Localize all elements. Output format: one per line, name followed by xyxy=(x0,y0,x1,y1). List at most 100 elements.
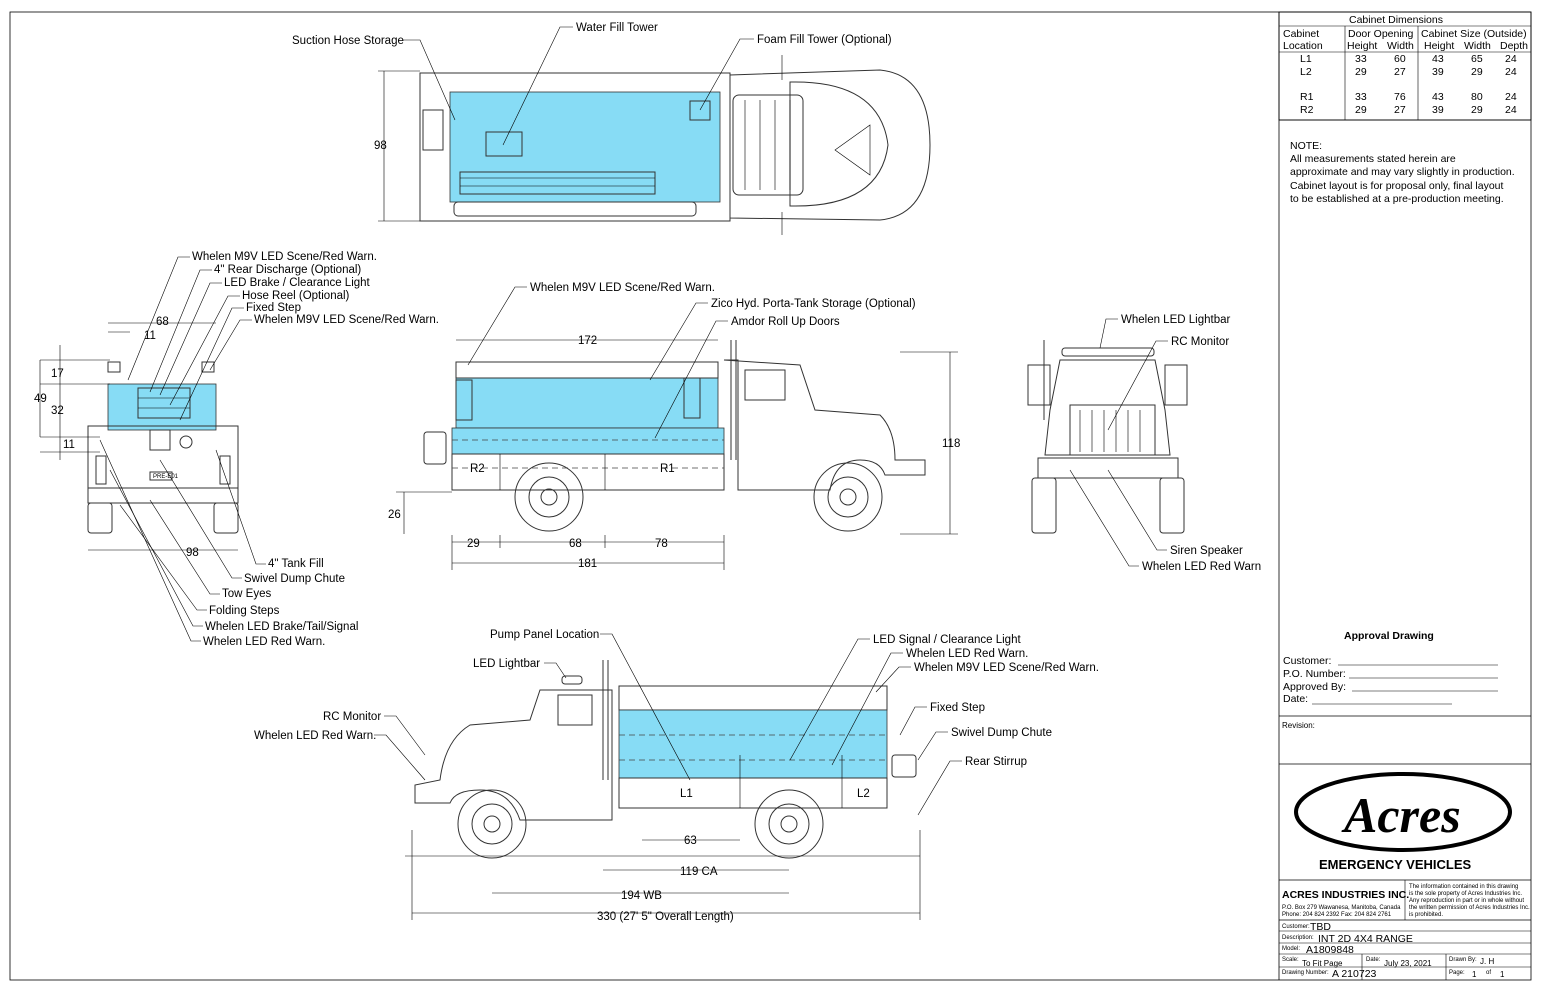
cabinet-table-title: Cabinet Dimensions xyxy=(1349,14,1443,26)
rear-callout-b1: Swivel Dump Chute xyxy=(244,573,345,585)
tb-page-label: Page: xyxy=(1449,970,1465,976)
th-door-height: Height xyxy=(1347,40,1377,52)
company-phone: Phone: 204 824 2392 Fax: 204 824 2761 xyxy=(1282,912,1392,918)
cabinet-cell-r0-c4: 65 xyxy=(1471,53,1483,65)
rear-dim-49: 49 xyxy=(34,393,47,405)
tb-drawn-label: Drawn By: xyxy=(1449,957,1477,963)
cabinet-cell-r2-c2: 76 xyxy=(1394,91,1406,103)
left-side-view: L1 L2 63 119 CA 194 WB 330 (27' 5" Overa… xyxy=(254,629,1099,923)
company-name: ACRES INDUSTRIES INC. xyxy=(1282,889,1409,901)
note-line-2: Cabinet layout is for proposal only, fin… xyxy=(1290,180,1504,192)
cabinet-cell-r3-c1: 29 xyxy=(1355,104,1367,116)
cabinet-cell-r3-c5: 24 xyxy=(1505,104,1517,116)
acres-logo: Acres EMERGENCY VEHICLES xyxy=(1294,772,1512,872)
rear-callout-1: 4" Rear Discharge (Optional) xyxy=(214,264,361,276)
tb-of: of xyxy=(1486,970,1491,976)
tb-description-label: Description: xyxy=(1282,935,1314,941)
th-size-width: Width xyxy=(1464,40,1491,52)
cabinet-cell-r3-c4: 29 xyxy=(1471,104,1483,116)
tb-drawing-label: Drawing Number: xyxy=(1282,970,1329,976)
side-r-dim-181: 181 xyxy=(578,558,597,570)
front-rc-label: RC Monitor xyxy=(1171,336,1229,348)
side-r-dim-68: 68 xyxy=(569,538,582,550)
tb-pages: 1 xyxy=(1500,970,1505,979)
tb-model: A1809848 xyxy=(1306,944,1354,956)
rear-callout-b2: Tow Eyes xyxy=(222,588,271,600)
cabinet-l1: L1 xyxy=(680,788,693,800)
side-l-redwarn2-label: Whelen LED Red Warn. xyxy=(906,648,1028,660)
tb-scale: To Fit Page xyxy=(1302,959,1343,968)
rear-dim-17: 17 xyxy=(51,368,64,380)
cabinet-dimensions-table: Cabinet Dimensions Cabinet Location Door… xyxy=(1278,11,1532,121)
cabinet-cell-r1-c4: 29 xyxy=(1471,66,1483,78)
cabinet-l2: L2 xyxy=(857,788,870,800)
rear-dim-68: 68 xyxy=(156,316,169,328)
suction-hose-label: Suction Hose Storage xyxy=(292,35,404,47)
tb-drawn: J. H xyxy=(1480,957,1494,966)
rear-dim-98: 98 xyxy=(186,547,199,559)
approval-customer: Customer: xyxy=(1283,655,1331,667)
disclaimer-2: Any reproduction in part or in whole wit… xyxy=(1409,898,1524,904)
rear-callout-0: Whelen M9V LED Scene/Red Warn. xyxy=(192,251,377,263)
cabinet-cell-r1-c1: 29 xyxy=(1355,66,1367,78)
rear-view: PRE-E01 68 11 17 49 32 11 98 Whelen M9V … xyxy=(34,251,439,648)
rear-callout-b4: Whelen LED Brake/Tail/Signal xyxy=(205,621,358,633)
rear-callout-2: LED Brake / Clearance Light xyxy=(224,277,371,289)
company-address: P.O. Box 279 Wawanesa, Manitoba, Canada xyxy=(1282,905,1401,911)
cabinet-cell-r0-c3: 43 xyxy=(1432,53,1444,65)
disclaimer-1: is the sole property of Acres Industries… xyxy=(1409,891,1522,897)
revision-label: Revision: xyxy=(1282,721,1315,730)
th-location: Location xyxy=(1283,40,1323,52)
rear-callout-b0: 4" Tank Fill xyxy=(268,558,324,570)
tb-drawing: A 210723 xyxy=(1332,968,1377,980)
rear-callout-4: Fixed Step xyxy=(246,302,301,314)
side-r-dim-118: 118 xyxy=(942,438,960,450)
approval-title: Approval Drawing xyxy=(1344,630,1434,642)
th-cabinet: Cabinet xyxy=(1283,28,1319,40)
side-r-m9v-label: Whelen M9V LED Scene/Red Warn. xyxy=(530,282,715,294)
rear-callout-b3: Folding Steps xyxy=(209,605,280,617)
cabinet-r2: R2 xyxy=(470,463,485,475)
side-l-dim-194: 194 WB xyxy=(621,890,662,902)
tb-description: INT 2D 4X4 RANGE xyxy=(1318,933,1413,945)
right-side-view: R2 R1 172 118 26 29 68 78 181 xyxy=(388,282,960,570)
foam-fill-tower-label: Foam Fill Tower (Optional) xyxy=(757,34,892,46)
note-line-0: All measurements stated herein are xyxy=(1290,153,1456,165)
side-l-pump-label: Pump Panel Location xyxy=(490,629,599,641)
note-line-1: approximate and may vary slightly in pro… xyxy=(1290,166,1515,178)
cabinet-cell-r0-c1: 33 xyxy=(1355,53,1367,65)
cabinet-r1: R1 xyxy=(660,463,675,475)
rear-callout-3: Hose Reel (Optional) xyxy=(242,290,350,302)
rear-dim-32: 32 xyxy=(51,405,64,417)
rear-callout-b5: Whelen LED Red Warn. xyxy=(203,636,325,648)
side-l-dim-119: 119 CA xyxy=(680,866,718,878)
cabinet-cell-r3-c2: 27 xyxy=(1394,104,1406,116)
cabinet-cell-r2-c0: R1 xyxy=(1300,91,1314,103)
side-l-dim-330: 330 (27' 5" Overall Length) xyxy=(597,911,734,923)
note-title: NOTE: xyxy=(1290,140,1322,152)
side-l-lightbar-label: LED Lightbar xyxy=(473,658,540,670)
rear-plate: PRE-E01 xyxy=(153,474,179,480)
cabinet-cell-r2-c3: 43 xyxy=(1432,91,1444,103)
front-view: Whelen LED Lightbar RC Monitor Siren Spe… xyxy=(1027,314,1261,573)
side-r-dim-26: 26 xyxy=(388,509,401,521)
side-r-zico-label: Zico Hyd. Porta-Tank Storage (Optional) xyxy=(711,298,916,310)
side-r-amdor-label: Amdor Roll Up Doors xyxy=(731,316,840,328)
side-l-redwarn-label: Whelen LED Red Warn. xyxy=(254,730,376,742)
tb-date: July 23, 2021 xyxy=(1384,959,1432,968)
approval-approved-by: Approved By: xyxy=(1283,681,1346,693)
side-l-rc-label: RC Monitor xyxy=(323,711,381,723)
rear-dim-11h: 11 xyxy=(63,439,75,451)
disclaimer-3: the written permission of Acres Industri… xyxy=(1409,905,1530,911)
side-l-signal-label: LED Signal / Clearance Light xyxy=(873,634,1021,646)
water-fill-tower-label: Water Fill Tower xyxy=(576,22,658,34)
approval-po: P.O. Number: xyxy=(1283,668,1346,680)
side-l-dim-63: 63 xyxy=(684,835,697,847)
approval-date: Date: xyxy=(1283,693,1308,705)
cabinet-cell-r2-c4: 80 xyxy=(1471,91,1483,103)
tb-customer: TBD xyxy=(1310,921,1331,933)
tb-page: 1 xyxy=(1472,970,1477,979)
cabinet-cell-r3-c3: 39 xyxy=(1432,104,1444,116)
